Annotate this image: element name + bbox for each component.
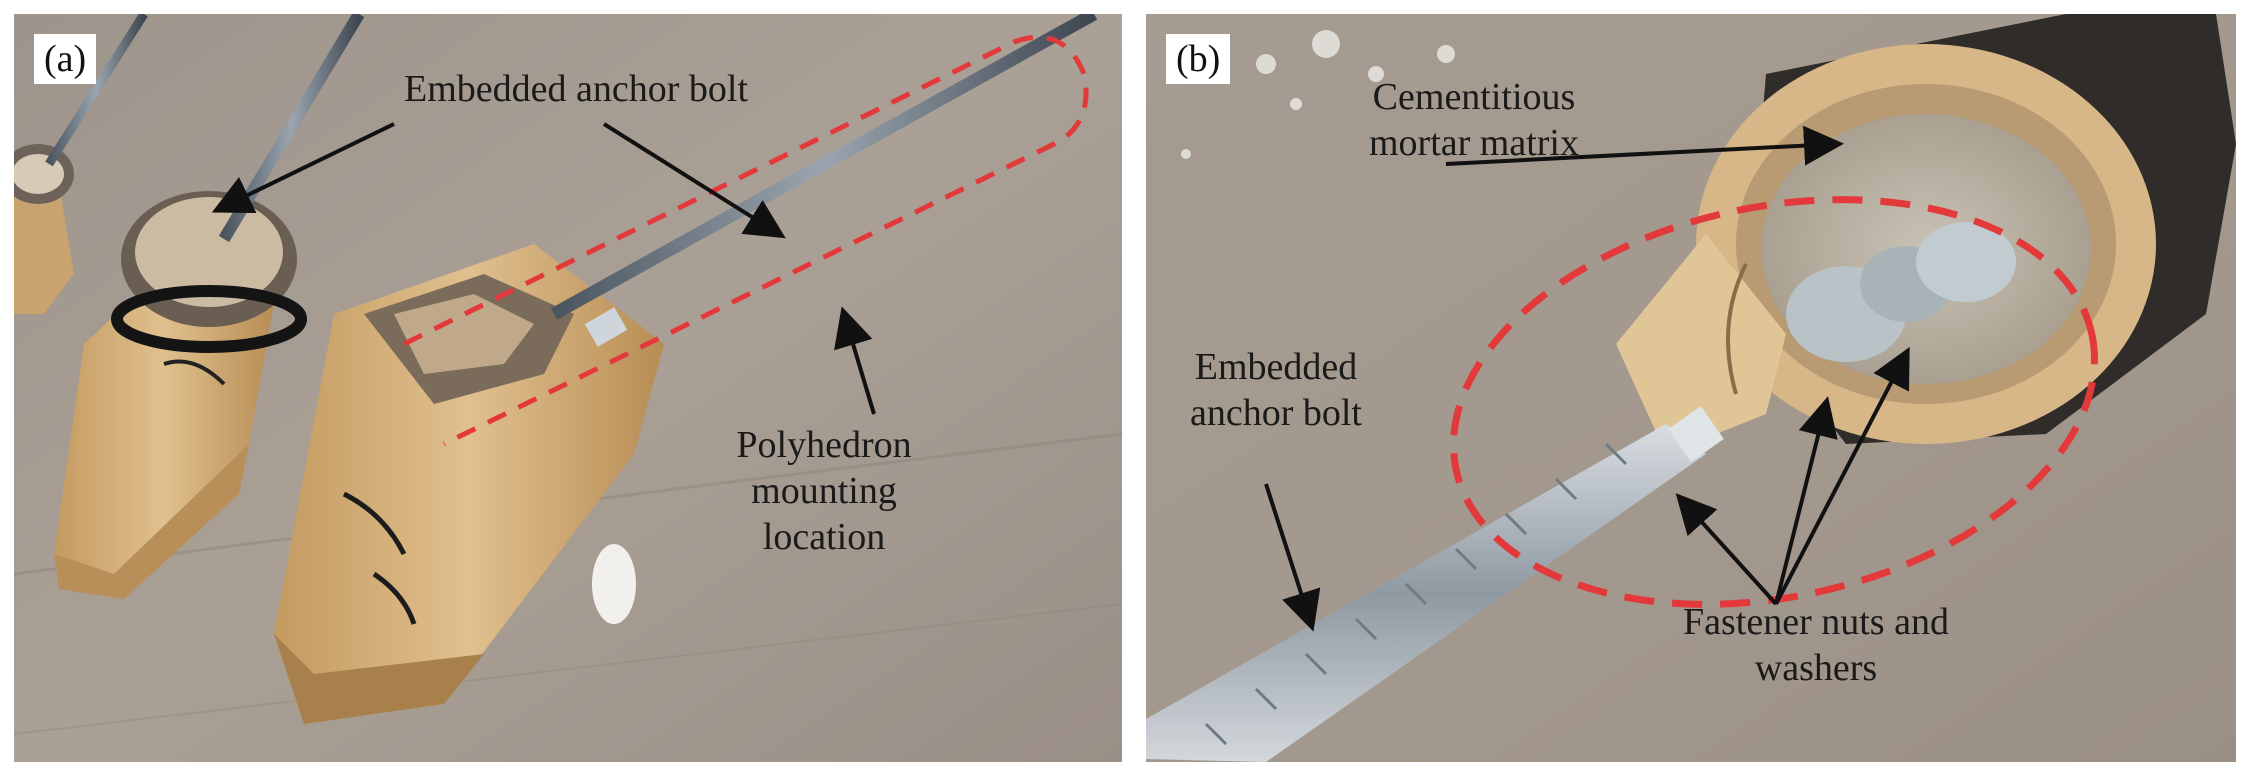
panel-tag-a: (a) bbox=[34, 34, 97, 84]
arrow-mounting-location bbox=[834, 306, 876, 415]
label-embedded-anchor-bolt-b: Embedded anchor bolt bbox=[1156, 344, 1396, 436]
specimen-large bbox=[274, 14, 1098, 724]
label-bolt-line-2: anchor bolt bbox=[1189, 392, 1362, 434]
arrow-anchor-bolt bbox=[1264, 483, 1321, 632]
photo-panel-a: (a) Embedded anchor bolt Polyhedron moun… bbox=[14, 14, 1122, 762]
panel-tag-b: (b) bbox=[1166, 34, 1231, 84]
label-mounting-line-3: location bbox=[762, 516, 886, 558]
label-matrix-line-2: mortar matrix bbox=[1369, 122, 1579, 164]
label-mortar-matrix: Cementitious mortar matrix bbox=[1324, 74, 1624, 166]
photo-panel-b: (b) Cementitious mortar matrix Embedded … bbox=[1146, 14, 2236, 762]
fastener-zone-marker bbox=[1450, 196, 2098, 608]
panel-b-photo bbox=[1146, 14, 2236, 762]
arrow-nut-3 bbox=[1774, 346, 1910, 605]
label-fastener-nuts-washers: Fastener nuts and washers bbox=[1646, 599, 1986, 691]
arrow-nut-1 bbox=[1675, 493, 1778, 606]
label-nuts-line-1: Fastener nuts and bbox=[1683, 601, 1949, 643]
arrow-nut-2 bbox=[1774, 396, 1838, 605]
label-matrix-line-1: Cementitious bbox=[1372, 76, 1576, 118]
specimen-partial-left bbox=[14, 14, 148, 314]
arrow-anchor-bolt-left bbox=[211, 122, 395, 214]
label-embedded-anchor-bolt: Embedded anchor bolt bbox=[404, 68, 749, 110]
threaded-anchor-rod bbox=[1146, 406, 1724, 762]
label-mounting-line-2: mounting bbox=[751, 470, 897, 512]
arrow-mortar-matrix bbox=[1445, 125, 1844, 166]
label-mounting-line-1: Polyhedron bbox=[736, 424, 912, 466]
label-nuts-line-2: washers bbox=[1754, 647, 1878, 689]
arrow-anchor-bolt-right bbox=[602, 122, 786, 239]
specimen-middle bbox=[54, 14, 365, 599]
polyhedron-mounting-zone bbox=[402, 34, 1089, 447]
label-mounting-location: Polyhedron mounting location bbox=[714, 422, 934, 560]
label-bolt-line-1: Embedded bbox=[1194, 346, 1358, 388]
panel-a-photo bbox=[14, 14, 1122, 762]
